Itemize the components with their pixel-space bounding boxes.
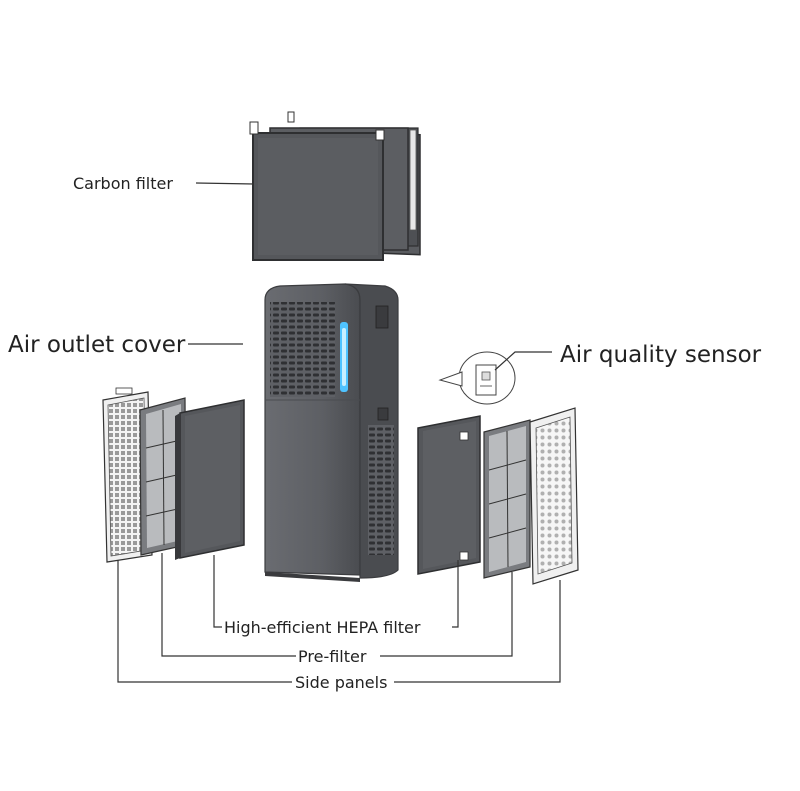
right-side-panel-illustration [529,407,579,585]
right-hepa-filter-illustration [417,415,481,575]
carbon-filter-illustration [249,111,421,261]
right-pre-filter-illustration [483,419,531,579]
left-hepa-filter-illustration [175,399,245,560]
label-air-quality-sensor: Air quality sensor [560,342,762,368]
air-quality-sensor-illustration [438,351,516,405]
label-pre-filter: Pre-filter [298,647,367,666]
label-hepa-filter: High-efficient HEPA filter [224,618,421,637]
leader-lines [117,182,561,683]
label-side-panels: Side panels [295,673,387,692]
label-air-outlet-cover: Air outlet cover [8,332,186,358]
purifier-body-illustration [264,283,399,582]
label-carbon-filter: Carbon filter [73,174,173,193]
left-pre-filter-illustration [139,397,187,556]
